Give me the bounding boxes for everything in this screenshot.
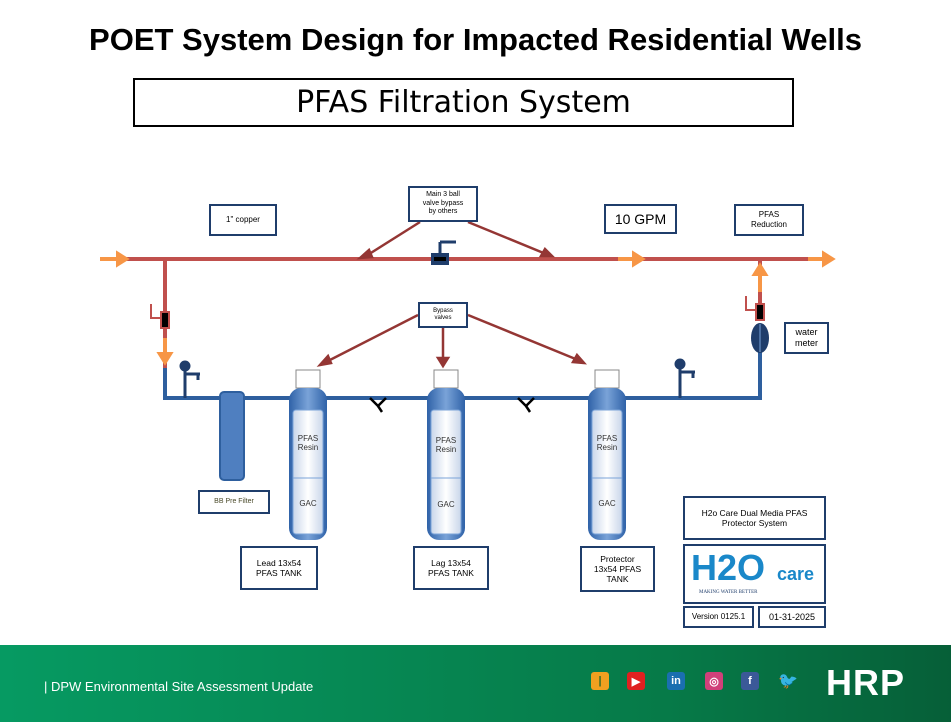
page-title: POET System Design for Impacted Resident…: [89, 22, 862, 57]
tank-resin-label: PFAS Resin: [297, 434, 319, 452]
lag-tank-label: Lag 13x54 PFAS TANK: [413, 546, 489, 590]
sample-tap-icon: [179, 358, 695, 398]
pfas-tanks: [289, 369, 626, 540]
tank-gac-label: GAC: [598, 499, 616, 508]
flow-arrows: [100, 250, 836, 366]
logo-main: H2O: [691, 547, 766, 588]
date-label: 01-31-2025: [758, 606, 826, 628]
bottom-pipe: [163, 352, 762, 400]
tank-lead: [289, 369, 327, 540]
linkedin-icon[interactable]: in: [667, 672, 685, 690]
water-meter-icon: [751, 323, 769, 353]
hrp-icon[interactable]: |: [591, 672, 609, 690]
twitter-icon[interactable]: 🐦: [778, 673, 798, 690]
outlet-valve-icon: [745, 296, 765, 321]
main-bypass-label: Main 3 ball valve bypass by others: [408, 186, 478, 222]
copper-label: 1" copper: [209, 204, 277, 236]
inlet-valve-icon: [150, 304, 170, 329]
logo-sub: care: [777, 564, 815, 584]
diagram-subtitle: PFAS Filtration System: [133, 78, 794, 127]
tank-protector: [588, 369, 626, 540]
water-meter-label: water meter: [784, 322, 829, 354]
bypass-valves-label: Bypass valves: [418, 302, 468, 328]
callout-arrows: [316, 220, 587, 369]
tank-lag: [427, 369, 465, 540]
footer-bar: | DPW Environmental Site Assessment Upda…: [0, 645, 951, 722]
tank-resin-label: PFAS Resin: [435, 436, 457, 454]
hrp-logo: HRP: [826, 662, 906, 703]
prefilter-label: BB Pre Filter: [198, 490, 270, 514]
inter-tank-valve-icon: [369, 397, 535, 413]
tank-gac-label: GAC: [299, 499, 317, 508]
instagram-icon[interactable]: ◎: [705, 672, 723, 690]
version-label: Version 0125.1: [683, 606, 754, 628]
tank-resin-label: PFAS Resin: [596, 434, 618, 452]
piping-diagram: [100, 220, 836, 540]
main-bypass-valve-icon: [431, 240, 456, 265]
tank-gac-label: GAC: [437, 500, 455, 509]
product-name: H2o Care Dual Media PFAS Protector Syste…: [683, 496, 826, 540]
pfas-reduction-label: PFAS Reduction: [734, 204, 804, 236]
youtube-icon[interactable]: ▶: [627, 672, 645, 690]
pre-filter-housing: [219, 391, 245, 481]
facebook-icon[interactable]: f: [741, 672, 759, 690]
lead-tank-label: Lead 13x54 PFAS TANK: [240, 546, 318, 590]
footer-text: | DPW Environmental Site Assessment Upda…: [44, 679, 314, 694]
h2o-care-logo: H2O care MAKING WATER BETTER: [683, 544, 826, 604]
logo-tagline: MAKING WATER BETTER: [699, 590, 758, 595]
flow-rate-label: 10 GPM: [604, 204, 677, 234]
protector-tank-label: Protector 13x54 PFAS TANK: [580, 546, 655, 592]
